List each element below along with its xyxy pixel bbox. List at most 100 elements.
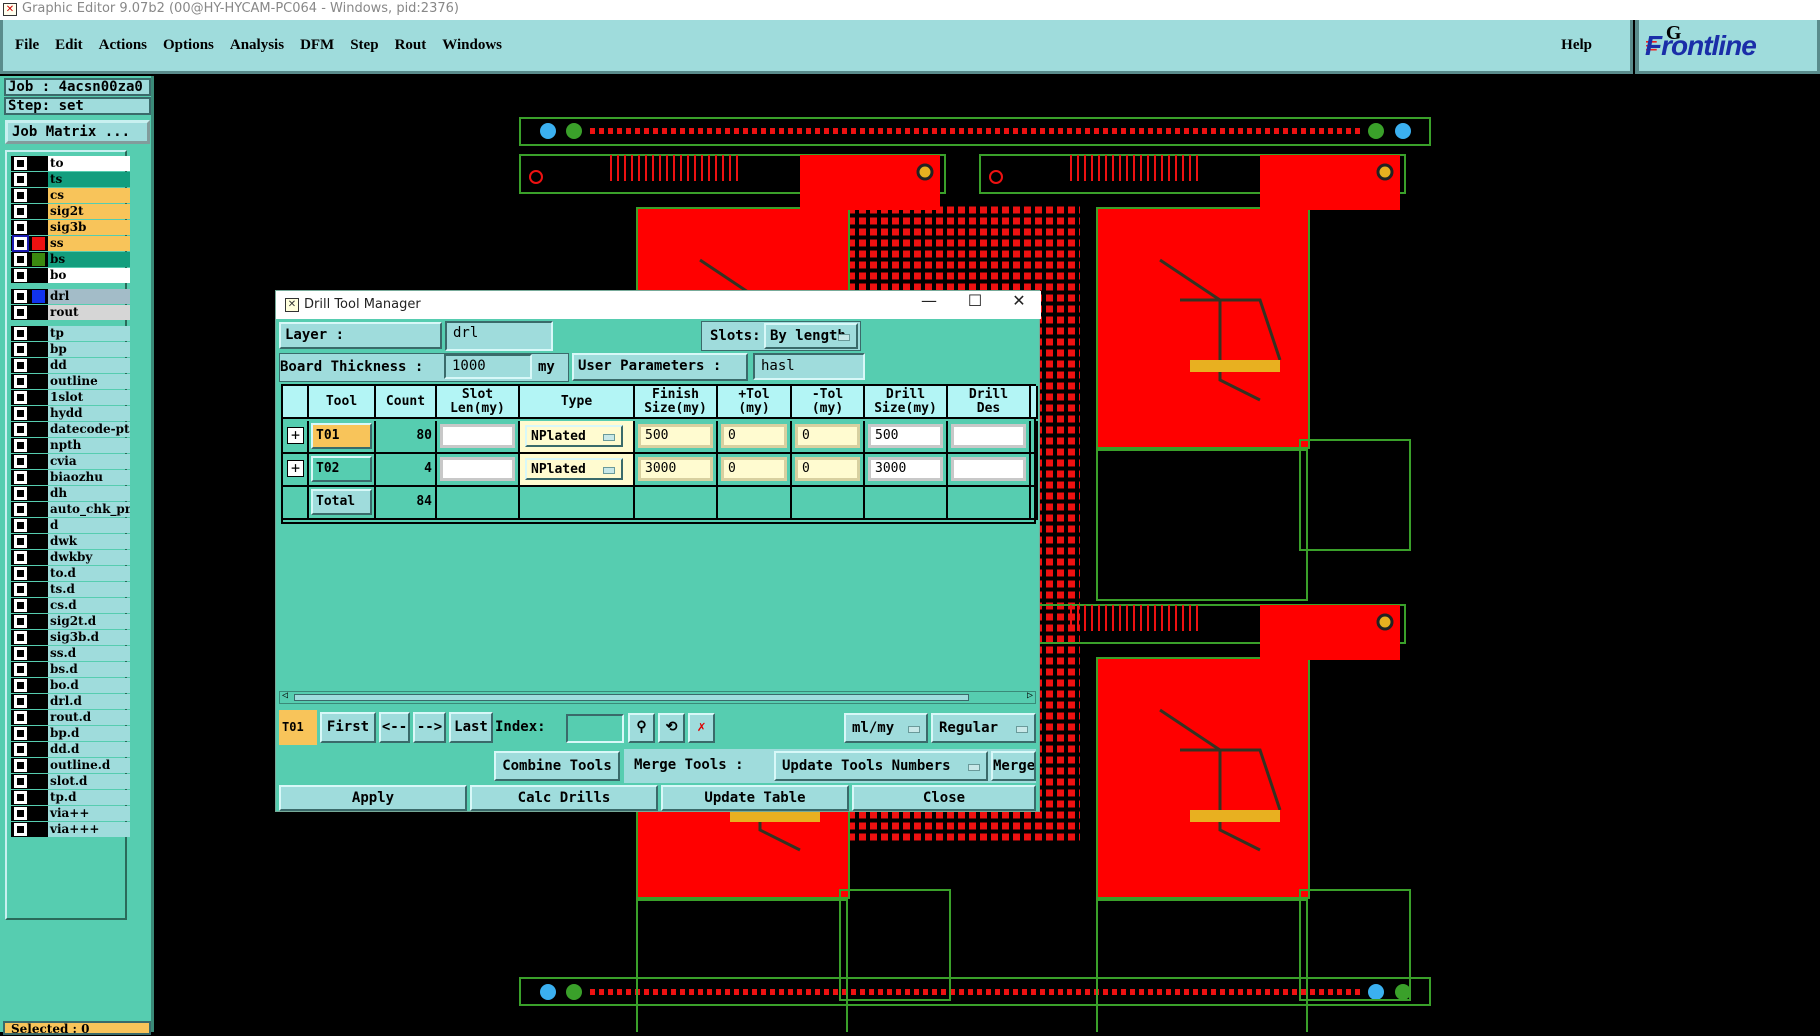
layer-name[interactable]: tp (48, 326, 130, 341)
layer-row[interactable]: sig2t (11, 204, 130, 219)
index-field[interactable] (566, 714, 624, 743)
layer-checkbox[interactable] (14, 455, 27, 468)
plus-tol-input[interactable]: 0 (721, 424, 787, 448)
layer-name[interactable]: sig2t.d (48, 614, 130, 629)
layer-name[interactable]: rout (48, 305, 130, 320)
layer-checkbox[interactable] (14, 439, 27, 452)
layer-row[interactable]: auto_chk_pnl (11, 502, 130, 517)
slots-dropdown[interactable]: By length (764, 323, 858, 349)
layer-checkbox[interactable] (14, 173, 27, 186)
horizontal-scrollbar[interactable]: ◁ ▷ (279, 690, 1036, 704)
layer-row[interactable]: to (11, 156, 130, 171)
user-parameters-button[interactable]: User Parameters : (572, 353, 748, 381)
drill-size-input[interactable]: 3000 (868, 457, 943, 481)
layer-checkbox[interactable] (14, 503, 27, 516)
layer-row[interactable]: dwk (11, 534, 130, 549)
board-thickness-field[interactable]: 1000 (444, 354, 532, 379)
layer-row[interactable]: via++ (11, 806, 130, 821)
layer-name[interactable]: ss (48, 236, 130, 251)
layer-checkbox[interactable] (14, 157, 27, 170)
layer-name[interactable]: bp.d (48, 726, 130, 741)
layer-row[interactable]: sig2t.d (11, 614, 130, 629)
type-dropdown[interactable]: NPlated (525, 425, 623, 447)
delete-icon[interactable]: ✗ (688, 713, 715, 743)
layer-checkbox[interactable] (12, 235, 29, 252)
layer-row[interactable]: bp.d (11, 726, 130, 741)
layer-checkbox[interactable] (14, 807, 27, 820)
layer-name[interactable]: dd (48, 358, 130, 373)
finish-size-input[interactable]: 3000 (638, 457, 713, 481)
layer-name[interactable]: 1slot (48, 390, 130, 405)
menu-edit[interactable]: Edit (55, 37, 83, 53)
layer-name[interactable]: hydd (48, 406, 130, 421)
layer-checkbox[interactable] (14, 775, 27, 788)
layer-name[interactable]: biaozhu (48, 470, 130, 485)
layer-name[interactable]: bo (48, 268, 130, 283)
layer-row[interactable]: bs.d (11, 662, 130, 677)
tool-button[interactable]: T02 (311, 456, 372, 482)
layer-checkbox[interactable] (14, 695, 27, 708)
find-icon[interactable]: ⚲ (628, 713, 655, 743)
layer-name[interactable]: cvia (48, 454, 130, 469)
layer-name[interactable]: to (48, 156, 130, 171)
layer-name[interactable]: slot.d (48, 774, 130, 789)
layer-checkbox[interactable] (14, 290, 27, 303)
layer-row[interactable]: dh (11, 486, 130, 501)
layer-name[interactable]: dh (48, 486, 130, 501)
layer-checkbox[interactable] (14, 327, 27, 340)
layer-row[interactable]: rout.d (11, 710, 130, 725)
layer-checkbox[interactable] (14, 189, 27, 202)
layer-name[interactable]: bs.d (48, 662, 130, 677)
layer-name[interactable]: ts (48, 172, 130, 187)
layer-row[interactable]: datecode-pte (11, 422, 130, 437)
layer-name[interactable]: via+++ (48, 822, 130, 837)
calc-drills-button[interactable]: Calc Drills (470, 785, 658, 811)
layer-name[interactable]: ts.d (48, 582, 130, 597)
update-table-button[interactable]: Update Table (661, 785, 849, 811)
menu-dfm[interactable]: DFM (300, 37, 335, 53)
layer-name[interactable]: via++ (48, 806, 130, 821)
layer-row[interactable]: dwkby (11, 550, 130, 565)
minimize-icon[interactable]: — (921, 291, 937, 310)
layer-row[interactable]: drl.d (11, 694, 130, 709)
layer-name[interactable]: outline.d (48, 758, 130, 773)
type-dropdown[interactable]: NPlated (525, 458, 623, 480)
layer-checkbox[interactable] (14, 711, 27, 724)
layer-checkbox[interactable] (14, 743, 27, 756)
finish-size-input[interactable]: 500 (638, 424, 713, 448)
layer-checkbox[interactable] (14, 306, 27, 319)
scroll-left-icon[interactable]: ◁ (282, 690, 289, 701)
layer-row[interactable]: drl (11, 289, 130, 304)
layer-row[interactable]: via+++ (11, 822, 130, 837)
layer-name[interactable]: sig2t (48, 204, 130, 219)
mode-dropdown[interactable]: Regular (931, 713, 1036, 743)
layer-checkbox[interactable] (14, 407, 27, 420)
layer-name[interactable]: datecode-pte (48, 422, 130, 437)
close-button[interactable]: Close (852, 785, 1036, 811)
apply-button[interactable]: Apply (279, 785, 467, 811)
layer-row[interactable]: ss (11, 235, 130, 252)
scrollbar-thumb[interactable] (294, 694, 969, 701)
layer-row[interactable]: outline.d (11, 758, 130, 773)
layer-checkbox[interactable] (14, 647, 27, 660)
layer-row[interactable]: bs (11, 252, 130, 267)
layer-name[interactable]: dwk (48, 534, 130, 549)
layer-checkbox[interactable] (14, 253, 27, 266)
layer-checkbox[interactable] (14, 471, 27, 484)
prev-button[interactable]: <-- (379, 712, 410, 743)
layer-row[interactable]: bo.d (11, 678, 130, 693)
layer-checkbox[interactable] (14, 551, 27, 564)
layer-checkbox[interactable] (14, 423, 27, 436)
layer-row[interactable]: ts.d (11, 582, 130, 597)
layer-checkbox[interactable] (14, 375, 27, 388)
layer-row[interactable]: tp (11, 326, 130, 341)
layer-checkbox[interactable] (14, 663, 27, 676)
layer-checkbox[interactable] (14, 519, 27, 532)
combine-tools-button[interactable]: Combine Tools (494, 751, 620, 781)
layer-checkbox[interactable] (14, 567, 27, 580)
layer-checkbox[interactable] (14, 205, 27, 218)
last-button[interactable]: Last (449, 712, 493, 743)
layer-name[interactable]: dwkby (48, 550, 130, 565)
layer-name[interactable]: auto_chk_pnl (48, 502, 130, 517)
layer-checkbox[interactable] (14, 679, 27, 692)
